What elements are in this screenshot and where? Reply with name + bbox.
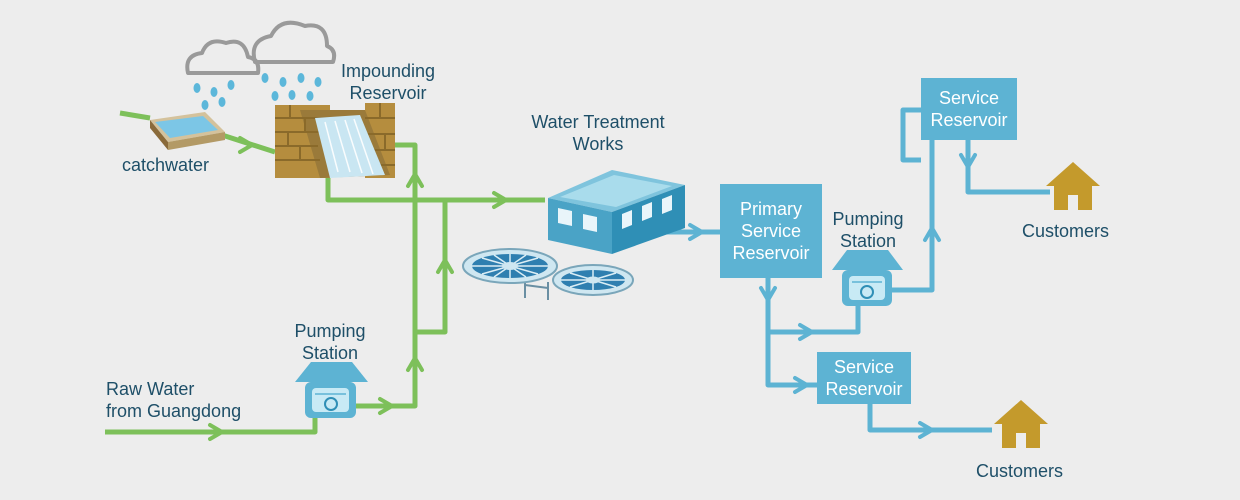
raw-water-label: Raw Water from Guangdong xyxy=(106,379,242,421)
house-icon xyxy=(1046,162,1100,210)
catchwater-label: catchwater xyxy=(122,155,210,175)
treated-water-arrows xyxy=(688,153,977,439)
clarifier-tank-icon xyxy=(462,248,634,300)
treatment-plant-icon xyxy=(548,170,685,254)
pump-icon xyxy=(832,250,903,306)
pumping-station-raw-label: Pumping Station xyxy=(294,321,366,363)
customers-lower-label: Customers xyxy=(976,461,1064,481)
primary-service-reservoir-box: Primary Service Reservoir xyxy=(720,184,822,278)
service-reservoir-lower-box: Service Reservoir xyxy=(817,352,911,404)
pumping-station-treated-label: Pumping Station xyxy=(832,209,904,251)
pump-icon xyxy=(295,362,368,418)
catchwater-channel-icon xyxy=(150,112,225,150)
service-reservoir-upper-box: Service Reservoir xyxy=(921,78,1017,140)
raw-water-arrows xyxy=(208,136,508,441)
impounding-reservoir-label: Impounding Reservoir xyxy=(340,61,436,103)
dam-icon xyxy=(275,103,395,178)
house-icon xyxy=(994,400,1048,448)
customers-upper-label: Customers xyxy=(1022,221,1110,241)
water-treatment-works-label: Water Treatment Works xyxy=(531,112,665,154)
rain-cloud-icon xyxy=(185,20,337,110)
